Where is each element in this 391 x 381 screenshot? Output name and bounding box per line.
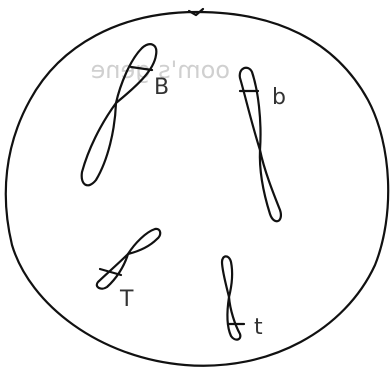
allele-label-b: b [272, 85, 286, 110]
chromosome-b-upper-arm [240, 68, 261, 150]
allele-label-B: B [154, 75, 169, 100]
chromosome-T-lower-arm [97, 254, 128, 289]
chromosome-B-lower-arm [82, 103, 116, 185]
allele-label-T: T [119, 287, 134, 312]
chromosome-b-lower-arm [260, 150, 281, 221]
chromosome-b: b [240, 68, 286, 222]
chromosome-T-upper-arm [128, 229, 160, 254]
chromosome-t: t [222, 256, 263, 340]
chromosome-T: T [97, 229, 160, 312]
chromosome-t-upper-arm [222, 256, 232, 297]
chromosome-t-lower-arm [227, 297, 240, 340]
allele-label-t: t [254, 315, 263, 340]
